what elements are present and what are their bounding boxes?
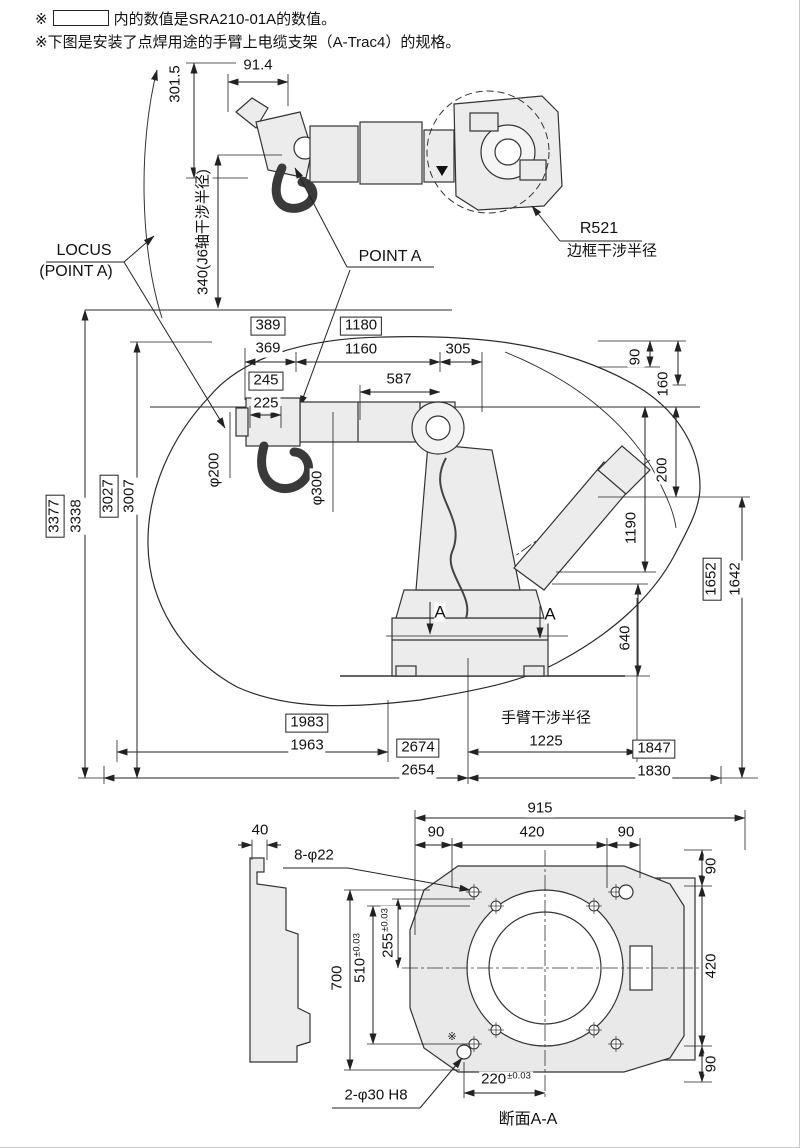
dim-510-tol: 510±0.03 [351, 931, 370, 985]
locus-label-line1: LOCUS [56, 242, 112, 260]
arm-interference-radius-label: 手臂干涉半径 [498, 709, 594, 728]
dim-90-right-bottom: 90 [702, 1053, 721, 1075]
dim-640-right: 640 [616, 623, 635, 653]
dim-1225: 1225 [527, 732, 565, 751]
dim-1652-boxed: 1652 [702, 557, 722, 601]
dim-160-right: 160 [654, 369, 673, 399]
dim-510-tolerance: ±0.03 [351, 933, 363, 957]
dim-200-right: 200 [653, 455, 672, 485]
frame-radius-value: R521 [579, 220, 619, 238]
dim-90-right-top: 90 [702, 855, 721, 877]
dim-1160: 1160 [342, 340, 380, 359]
dim-420-right: 420 [702, 951, 721, 981]
dim-510-value: 510 [351, 957, 369, 983]
dim-3007: 3007 [120, 477, 139, 515]
dim-90-top-right: 90 [615, 823, 637, 842]
dim-91-4: 91.4 [241, 56, 275, 75]
dim-915: 915 [525, 799, 555, 818]
dim-255-tolerance: ±0.03 [379, 908, 391, 932]
dim-1190-right: 1190 [622, 509, 641, 547]
dim-420-top: 420 [517, 823, 547, 842]
top-view-robot [143, 69, 563, 319]
point-a-label: POINT A [358, 248, 422, 266]
dim-389-boxed: 389 [250, 316, 286, 336]
frame-radius-label: 边框干涉半径 [566, 242, 658, 261]
dim-3338: 3338 [67, 497, 86, 535]
dim-1180-boxed: 1180 [339, 316, 383, 336]
flange-ref-marker: ※ [447, 1030, 457, 1043]
section-side-profile [249, 857, 311, 1063]
dim-phi300: φ300 [308, 468, 327, 508]
dim-301-5: 301.5 [166, 63, 185, 105]
dim-369: 369 [253, 339, 283, 358]
dim-2674-boxed: 2674 [396, 738, 440, 758]
dim-305: 305 [443, 340, 473, 359]
locus-label-line2: (POINT A) [39, 263, 113, 281]
dim-255-tol: 255±0.03 [379, 906, 398, 960]
section-marker-a-left: A [434, 602, 446, 622]
side-view-robot [235, 397, 651, 677]
dim-1830: 1830 [635, 762, 673, 781]
dim-587: 587 [384, 370, 414, 389]
dim-220-tolerance: ±0.03 [507, 1070, 531, 1082]
dim-40: 40 [249, 821, 271, 840]
dim-1847-boxed: 1847 [632, 739, 676, 759]
envelope-dimensions [78, 309, 758, 784]
dim-90-top-left: 90 [425, 823, 447, 842]
dim-220-value: 220 [481, 1070, 507, 1088]
dim-1963: 1963 [288, 736, 326, 755]
dim-340-j6-radius: 340(J6轴干涉半径) [194, 167, 213, 297]
top-view-dimensions [46, 62, 642, 429]
section-title: 断面A-A [498, 1111, 558, 1129]
dim-255-value: 255 [379, 932, 397, 958]
note-sra210-text: 内的数值是SRA210-01A的数值。 [113, 11, 337, 28]
dim-220-tol: 220±0.03 [479, 1070, 533, 1089]
section-dimensions [238, 810, 746, 1109]
note-sra210: ※ 内的数值是SRA210-01A的数值。 [35, 8, 336, 29]
dim-3377-boxed: 3377 [45, 494, 65, 538]
bolt-holes-label: 8-φ22 [292, 846, 336, 865]
dim-225: 225 [251, 394, 281, 413]
dim-245-boxed: 245 [248, 371, 284, 391]
dim-1642: 1642 [726, 560, 745, 598]
dim-2654: 2654 [399, 761, 437, 780]
dim-90-right: 90 [626, 346, 645, 368]
dowel-holes-label: 2-φ30 H8 [342, 1086, 410, 1105]
value-box-symbol [52, 10, 109, 26]
note-marker: ※ [35, 11, 48, 28]
dim-700: 700 [328, 963, 347, 993]
dim-1983-boxed: 1983 [285, 713, 329, 733]
dim-3027-boxed: 3027 [99, 474, 119, 518]
note-atrac4: ※下图是安装了点焊用途的手臂上电缆支架（A-Trac4）的规格。 [35, 34, 461, 51]
section-marker-a-right: A [544, 604, 556, 624]
section-flange-plate [402, 850, 700, 1098]
dim-phi200: φ200 [205, 450, 224, 490]
